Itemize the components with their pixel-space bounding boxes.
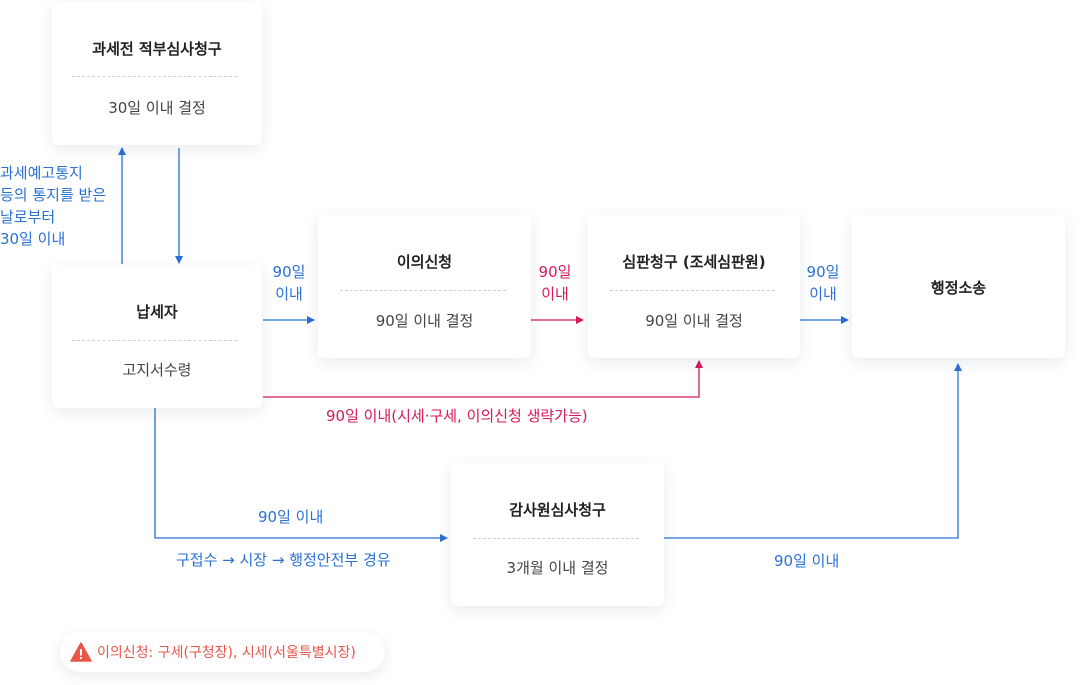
trial-card: 심판청구 (조세심판원) 90일 이내 결정 [588, 215, 800, 358]
divider [72, 76, 237, 77]
objection-sub: 90일 이내 결정 [375, 312, 474, 330]
lawsuit-title: 행정소송 [930, 279, 987, 297]
objection-card: 이의신청 90일 이내 결정 [318, 215, 531, 358]
direct-trial-label: 90일 이내(시세·구세, 이의신청 생략가능) [326, 407, 588, 425]
pre-review-card: 과세전 적부심사청구 30일 이내 결정 [52, 2, 262, 145]
to-lawsuit-line: 이내 [809, 285, 837, 303]
to-audit-label: 90일 이내 [258, 508, 324, 526]
trial-title: 심판청구 (조세심판원) [622, 253, 766, 271]
lawsuit-card: 행정소송 [852, 215, 1065, 358]
taxpayer-title: 납세자 [136, 303, 178, 321]
pre-notice-line: 등의 통지를 받은 [0, 186, 107, 204]
audit-sub: 3개월 이내 결정 [506, 559, 609, 577]
to-trial-label: 90일 이내 [532, 261, 578, 305]
trial-sub: 90일 이내 결정 [645, 312, 743, 330]
to-trial-line: 이내 [541, 285, 569, 303]
to-trial-line: 90일 [538, 263, 572, 281]
note-pill: 이의신청: 구세(구청장), 시세(서울특별시장) [60, 632, 385, 672]
divider [340, 290, 506, 291]
to-lawsuit-line: 90일 [806, 263, 840, 281]
divider [610, 290, 775, 291]
to-objection-line: 이내 [275, 285, 303, 303]
to-objection-label: 90일 이내 [266, 261, 312, 305]
pre-notice-line: 30일 이내 [0, 230, 66, 248]
divider [473, 538, 639, 539]
note-text: 이의신청: 구세(구청장), 시세(서울특별시장) [97, 645, 356, 661]
pre-notice-line: 과세예고통지 [0, 164, 83, 182]
pre-notice-line: 날로부터 [0, 208, 56, 226]
objection-title: 이의신청 [396, 253, 453, 271]
audit-to-lawsuit-label: 90일 이내 [774, 552, 840, 570]
audit-route-label: 구접수 → 시장 → 행정안전부 경유 [176, 551, 391, 569]
taxpayer-card: 납세자 고지서수령 [52, 265, 262, 408]
divider [72, 340, 237, 341]
arrow-taxpayer-to-trial-direct [263, 360, 703, 398]
to-lawsuit-label: 90일 이내 [800, 261, 846, 305]
pre-review-title: 과세전 적부심사청구 [92, 40, 222, 58]
taxpayer-sub: 고지서수령 [122, 361, 192, 379]
arrow-taxpayer-to-audit [154, 408, 448, 542]
arrow-audit-to-lawsuit [664, 363, 962, 539]
audit-card: 감사원심사청구 3개월 이내 결정 [451, 463, 664, 606]
warning-icon [70, 642, 92, 662]
to-objection-line: 90일 [272, 263, 306, 281]
audit-title: 감사원심사청구 [509, 501, 606, 519]
pre-review-sub: 30일 이내 결정 [108, 99, 206, 117]
pre-notice-label: 과세예고통지 등의 통지를 받은 날로부터 30일 이내 [0, 162, 106, 250]
